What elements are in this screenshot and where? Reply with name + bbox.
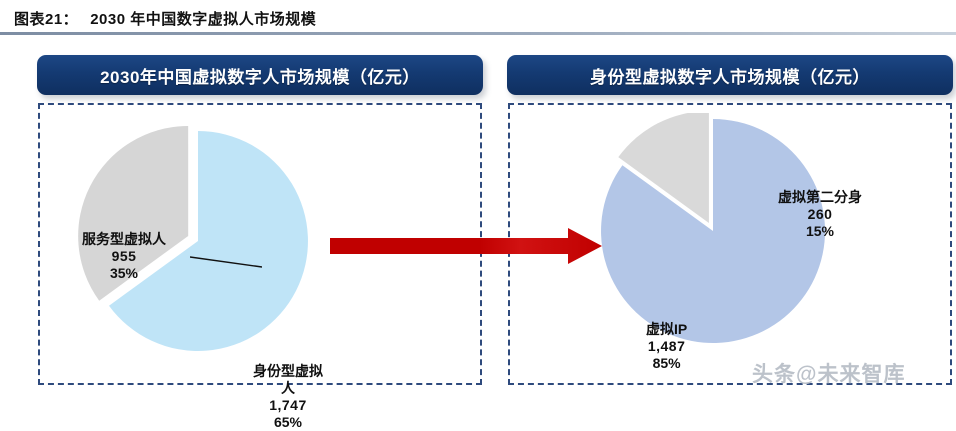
panel-right-header-label: 身份型虚拟数字人市场规模（亿元）: [590, 67, 870, 87]
pie-label-virtual-ip-value: 1,487: [647, 338, 686, 355]
title-divider: [0, 32, 956, 35]
pie-label-service-percent: 35%: [109, 265, 139, 282]
pie-label-second-self-percent: 15%: [805, 223, 835, 240]
pie-label-second-self-category: 虚拟第二分身: [778, 189, 862, 205]
watermark: 头条@未来智库: [752, 363, 906, 386]
pie-right-svg: [601, 113, 826, 343]
page-title: 图表21： 2030 年中国数字虚拟人市场规模: [14, 8, 316, 29]
panel-left-header-label: 2030年中国虚拟数字人市场规模（亿元）: [100, 67, 420, 87]
panel-right: 身份型虚拟数字人市场规模（亿元） 虚拟第二分身 260 15% 虚拟IP 1,4…: [492, 46, 954, 394]
pie-label-virtual-ip-percent: 85%: [652, 355, 681, 372]
pie-left-svg: [78, 125, 308, 351]
pie-label-service: 服务型虚拟人 955 35%: [82, 231, 166, 282]
figure-title-text: 2030 年中国数字虚拟人市场规模: [90, 11, 317, 28]
figure-number: 图表21：: [14, 11, 79, 28]
pie-chart-left: 服务型虚拟人 955 35% 身份型虚拟 人 1,747 65%: [40, 105, 480, 430]
callout-leader-line: [190, 256, 262, 268]
panel-left-header: 2030年中国虚拟数字人市场规模（亿元）: [37, 55, 483, 95]
pie-label-identity-value: 1,747: [269, 397, 307, 414]
pie-slice-second-self: [618, 113, 709, 223]
pie-slice-service: [78, 125, 189, 301]
pie-label-service-category: 服务型虚拟人: [82, 231, 166, 247]
pie-label-second-self: 虚拟第二分身 260 15%: [778, 189, 862, 240]
panel-left: 2030年中国虚拟数字人市场规模（亿元） 服务型虚拟人 955 35% 身份型虚…: [22, 46, 484, 430]
pie-label-identity-percent: 65%: [273, 414, 303, 431]
pie-chart-right: 虚拟第二分身 260 15% 虚拟IP 1,487 85%: [510, 105, 950, 383]
flow-arrow-icon: [330, 228, 602, 264]
pie-slice-virtual-ip: [601, 118, 826, 343]
pie-label-identity-category: 身份型虚拟: [253, 363, 323, 379]
pie-slice-identity: [109, 131, 308, 351]
pie-label-virtual-ip-category: 虚拟IP: [646, 321, 688, 337]
pie-label-second-self-value: 260: [807, 206, 833, 223]
arrow-shape: [330, 228, 602, 264]
pie-label-identity: 身份型虚拟 人 1,747 65%: [253, 363, 323, 431]
pie-label-virtual-ip: 虚拟IP 1,487 85%: [646, 321, 687, 372]
pie-label-identity-category2: 人: [281, 380, 295, 397]
pie-label-service-value: 955: [111, 248, 137, 265]
panel-right-header: 身份型虚拟数字人市场规模（亿元）: [507, 55, 953, 95]
